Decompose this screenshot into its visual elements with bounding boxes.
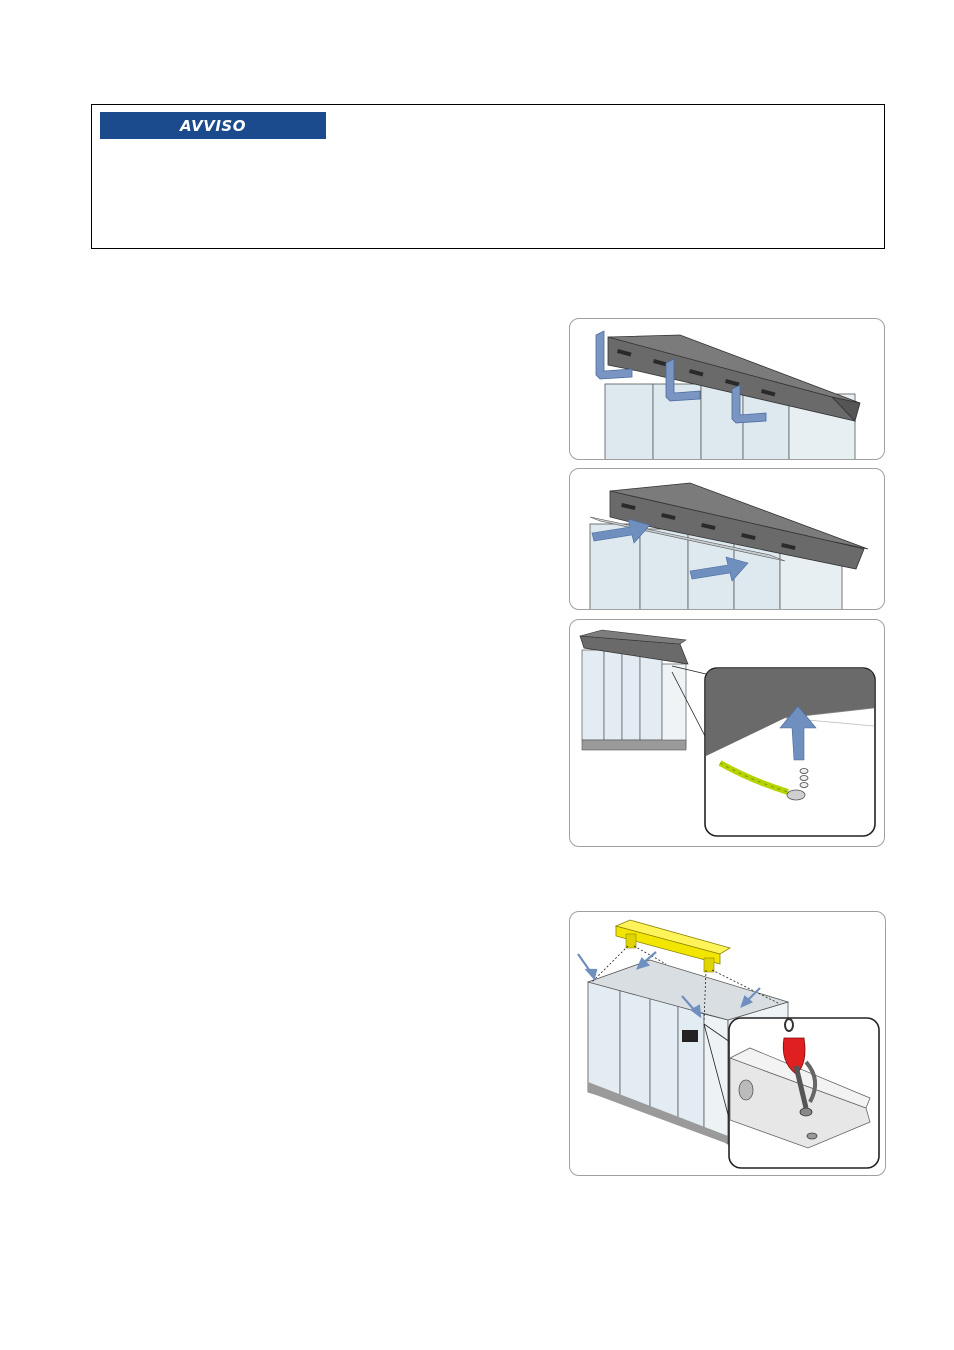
figure-crane-lifting — [569, 911, 886, 1176]
figure-grounding-cable — [569, 619, 885, 847]
figure-slide-roof — [569, 468, 885, 610]
notice-box: AVVISO — [91, 104, 885, 249]
notice-badge: AVVISO — [100, 112, 326, 139]
figure-remove-roof-brackets — [569, 318, 885, 460]
grounding-cable-detail-illustration — [579, 629, 876, 837]
crane-lifting-beam-illustration — [577, 919, 880, 1169]
roof-slide-illustration — [589, 482, 869, 609]
roof-brackets-removal-illustration — [595, 330, 861, 459]
